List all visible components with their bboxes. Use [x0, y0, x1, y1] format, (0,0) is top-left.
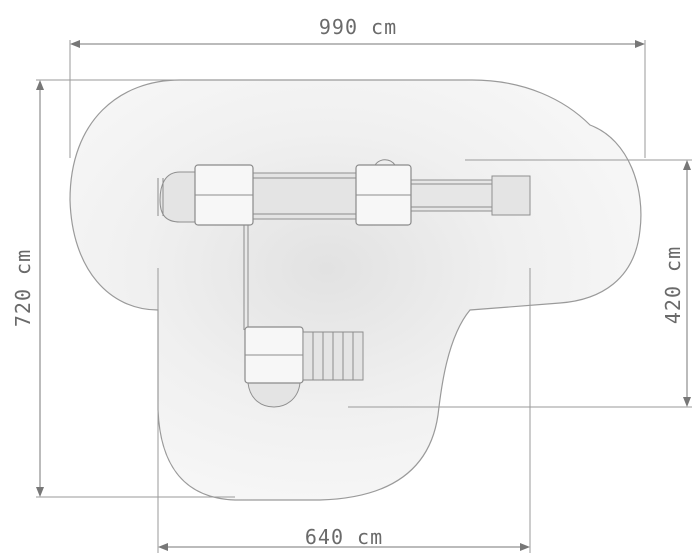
left-climber — [157, 171, 196, 223]
dimension-bottom-width: 640 cm — [157, 268, 531, 553]
dimension-top-width: 990 cm — [69, 15, 646, 158]
dimension-left-height: 720 cm — [11, 79, 235, 498]
connector-beam — [243, 225, 249, 330]
top-width-label: 990 cm — [319, 15, 397, 39]
right-height-label: 420 cm — [661, 246, 685, 324]
bottom-tower — [244, 326, 304, 408]
safety-zone — [69, 79, 642, 501]
slide — [409, 175, 531, 216]
bridge — [252, 172, 359, 220]
left-height-label: 720 cm — [11, 249, 35, 327]
dimension-right-height: 420 cm — [348, 159, 692, 408]
ladder — [302, 331, 364, 381]
play-structure — [157, 159, 531, 408]
tower-roof-middle — [355, 159, 412, 226]
tower-roof-left — [194, 164, 254, 226]
bottom-width-label: 640 cm — [305, 525, 383, 549]
